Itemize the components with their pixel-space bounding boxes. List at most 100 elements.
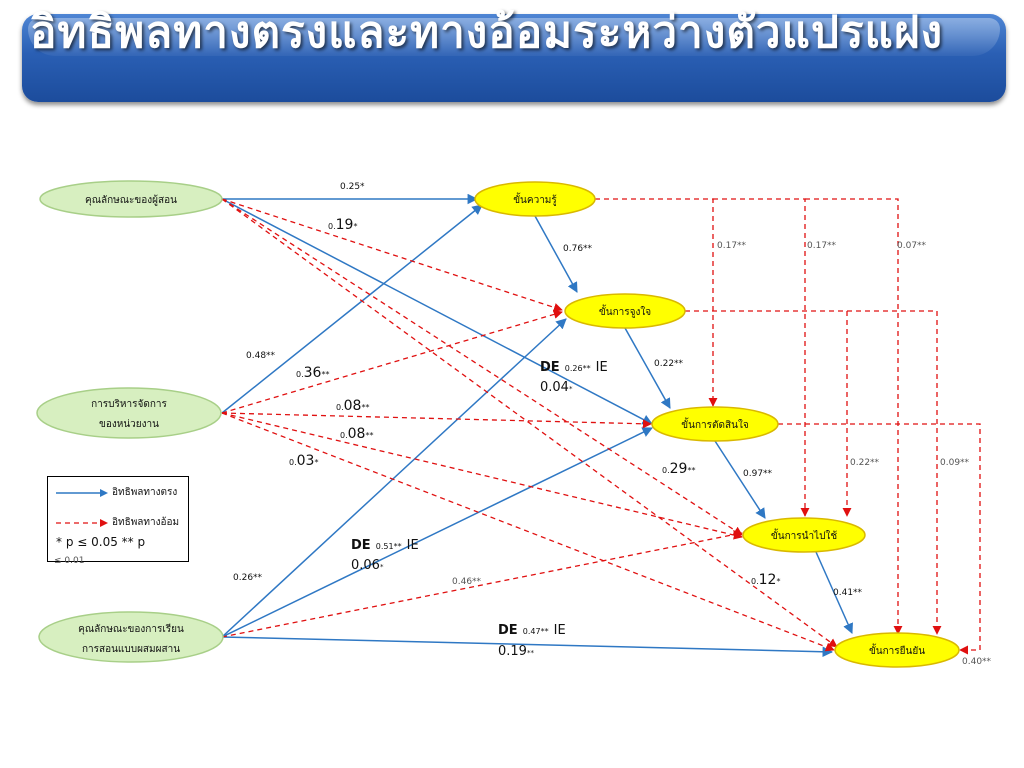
coef-teacher-confirmation: 0.12*: [751, 572, 780, 588]
path-admin-confirmation: [221, 412, 835, 652]
coefficient-labels: 0.25* 0.19* 0.76** 0.48** 0.36** 0.22** …: [233, 182, 992, 667]
path-implementation-confirmation: [815, 551, 853, 634]
node-admin-shape: [36, 387, 222, 439]
legend: อิทธิพลทางตรง อิทธิพลทางอ้อม * p ≤ 0.05 …: [47, 476, 189, 562]
de-ie-teacher-decision-line1: DE 0.26** IE: [540, 356, 608, 375]
node-decision-shape: [651, 406, 779, 442]
legend-indirect-arrow: [56, 519, 108, 527]
coef-blended-implementation: 0.46**: [452, 577, 482, 587]
node-teacher-label: คุณลักษณะของผู้สอน: [85, 194, 177, 206]
node-confirmation-shape: [834, 632, 960, 668]
coef-teacher-implementation-a: 0.: [662, 466, 670, 475]
de-teacher-decision: DE: [540, 360, 560, 375]
ie-blended-decision-sig: *: [380, 563, 384, 571]
coef-admin-persuasion-a: 0.: [296, 370, 304, 379]
coef-admin-confirmation-b: 03: [297, 453, 315, 469]
de-teacher-decision-val: 0.26**: [565, 364, 591, 373]
coef-admin-implementation-b: 08: [348, 426, 366, 442]
coef-teacher-confirmation-a: 0.: [751, 577, 759, 586]
path-decision-confirmation-ind: [778, 423, 981, 655]
path-admin-decision: [221, 412, 652, 429]
path-blended-implementation: [221, 530, 743, 638]
coef-decision-confirmation-ind: 0.40**: [962, 657, 992, 667]
slide-title: อิทธิพลทางตรงและทางอ้อมระหว่างตัวแปรแฝง: [30, 7, 944, 58]
node-blended: คุณลักษณะของการเรียน การสอนแบบผสมผสาน: [38, 611, 224, 663]
coef-admin-decision-a: 0.: [336, 403, 344, 412]
path-admin-knowledge: [221, 204, 483, 414]
title-bar: [22, 14, 1006, 102]
legend-indirect-label: อิทธิพลทางอ้อม: [112, 517, 180, 528]
path-knowledge-persuasion: [534, 215, 578, 293]
legend-direct-arrow: [56, 489, 108, 497]
title-gloss: [28, 18, 1000, 56]
coef-admin-confirmation-c: *: [314, 458, 318, 467]
de-blended-decision: DE: [351, 538, 371, 553]
coef-admin-decision-c: **: [361, 403, 369, 412]
coef-admin-confirmation: 0.03*: [289, 453, 318, 469]
coef-persuasion-implementation-ind: 0.22**: [850, 458, 880, 468]
node-admin-label-2: ของหน่วยงาน: [99, 419, 159, 430]
de-blended-confirmation-val: 0.47**: [523, 627, 549, 636]
legend-significance-note: * p ≤ 0.05 ** p: [56, 535, 146, 549]
de-blended-confirmation: DE: [498, 623, 518, 638]
coef-admin-implementation-a: 0.: [340, 431, 348, 440]
coef-teacher-persuasion-c: *: [353, 222, 357, 231]
coef-admin-persuasion-b: 36: [304, 365, 322, 381]
node-blended-shape: [38, 611, 224, 663]
node-confirmation: ขั้นการยืนยัน: [834, 632, 960, 668]
node-implementation-shape: [742, 517, 866, 553]
node-knowledge-shape: [474, 181, 596, 217]
node-teacher: คุณลักษณะของผู้สอน: [39, 180, 223, 218]
legend-indirect-row: อิทธิพลทางอ้อม: [52, 515, 186, 531]
node-knowledge-label: ขั้นความรู้: [513, 192, 557, 206]
coef-admin-implementation-c: **: [365, 431, 373, 440]
coef-persuasion-confirmation-ind: 0.09**: [940, 458, 970, 468]
path-blended-confirmation: [221, 636, 834, 658]
node-persuasion-shape: [564, 293, 686, 329]
coef-teacher-confirmation-c: *: [776, 577, 780, 586]
coef-admin-implementation: 0.08**: [340, 426, 373, 442]
node-admin-label-1: การบริหารจัดการ: [91, 399, 167, 410]
path-teacher-persuasion: [221, 198, 563, 312]
node-persuasion-label: ขั้นการจูงใจ: [599, 304, 651, 318]
path-teacher-confirmation: [221, 198, 838, 648]
legend-significance-note-2: ≤ 0.01: [54, 556, 85, 566]
coef-admin-decision: 0.08**: [336, 398, 369, 414]
coef-teacher-persuasion-b: 19: [336, 217, 354, 233]
ie-blended-decision: IE: [407, 538, 419, 553]
node-decision: ขั้นการตัดสินใจ: [651, 406, 779, 442]
coef-knowledge-decision-ind: 0.17**: [717, 241, 747, 251]
path-blended-decision: [221, 427, 653, 638]
coef-admin-decision-b: 08: [344, 398, 362, 414]
ie-blended-decision-val: 0.06: [351, 558, 380, 573]
coef-teacher-confirmation-b: 12: [759, 572, 777, 588]
node-blended-label-1: คุณลักษณะของการเรียน: [78, 623, 184, 635]
ie-teacher-decision-val: 0.04: [540, 380, 569, 395]
path-teacher-decision: [221, 198, 653, 425]
node-confirmation-label: ขั้นการยืนยัน: [869, 643, 925, 657]
legend-direct-label: อิทธิพลทางตรง: [112, 487, 178, 498]
legend-direct-row: อิทธิพลทางตรง: [52, 485, 186, 501]
coef-admin-confirmation-a: 0.: [289, 458, 297, 467]
indirect-paths: [221, 198, 981, 655]
coef-teacher-implementation: 0.29**: [662, 461, 695, 477]
node-admin: การบริหารจัดการ ของหน่วยงาน: [36, 387, 222, 439]
coef-admin-knowledge: 0.48**: [246, 351, 276, 361]
coef-knowledge-persuasion: 0.76**: [563, 244, 593, 254]
path-decision-implementation: [714, 440, 766, 519]
path-knowledge-confirmation-ind: [805, 198, 903, 635]
de-ie-blended-decision-line2: 0.06*: [351, 558, 384, 573]
de-ie-blended-confirmation-line1: DE 0.47** IE: [498, 619, 566, 638]
node-knowledge: ขั้นความรู้: [474, 181, 596, 217]
ie-blended-confirmation-sig: **: [527, 649, 535, 657]
coef-knowledge-confirmation-ind: 0.07**: [897, 241, 927, 251]
coef-teacher-knowledge: 0.25*: [340, 182, 365, 192]
coef-blended-knowledge: 0.26**: [233, 573, 263, 583]
path-admin-implementation: [221, 412, 743, 540]
path-blended-knowledge: [221, 318, 567, 638]
path-teacher-implementation: [221, 198, 743, 536]
coef-teacher-implementation-c: **: [687, 466, 695, 475]
coef-teacher-persuasion-a: 0.: [328, 222, 336, 231]
node-implementation-label: ขั้นการนำไปใช้: [771, 528, 837, 542]
